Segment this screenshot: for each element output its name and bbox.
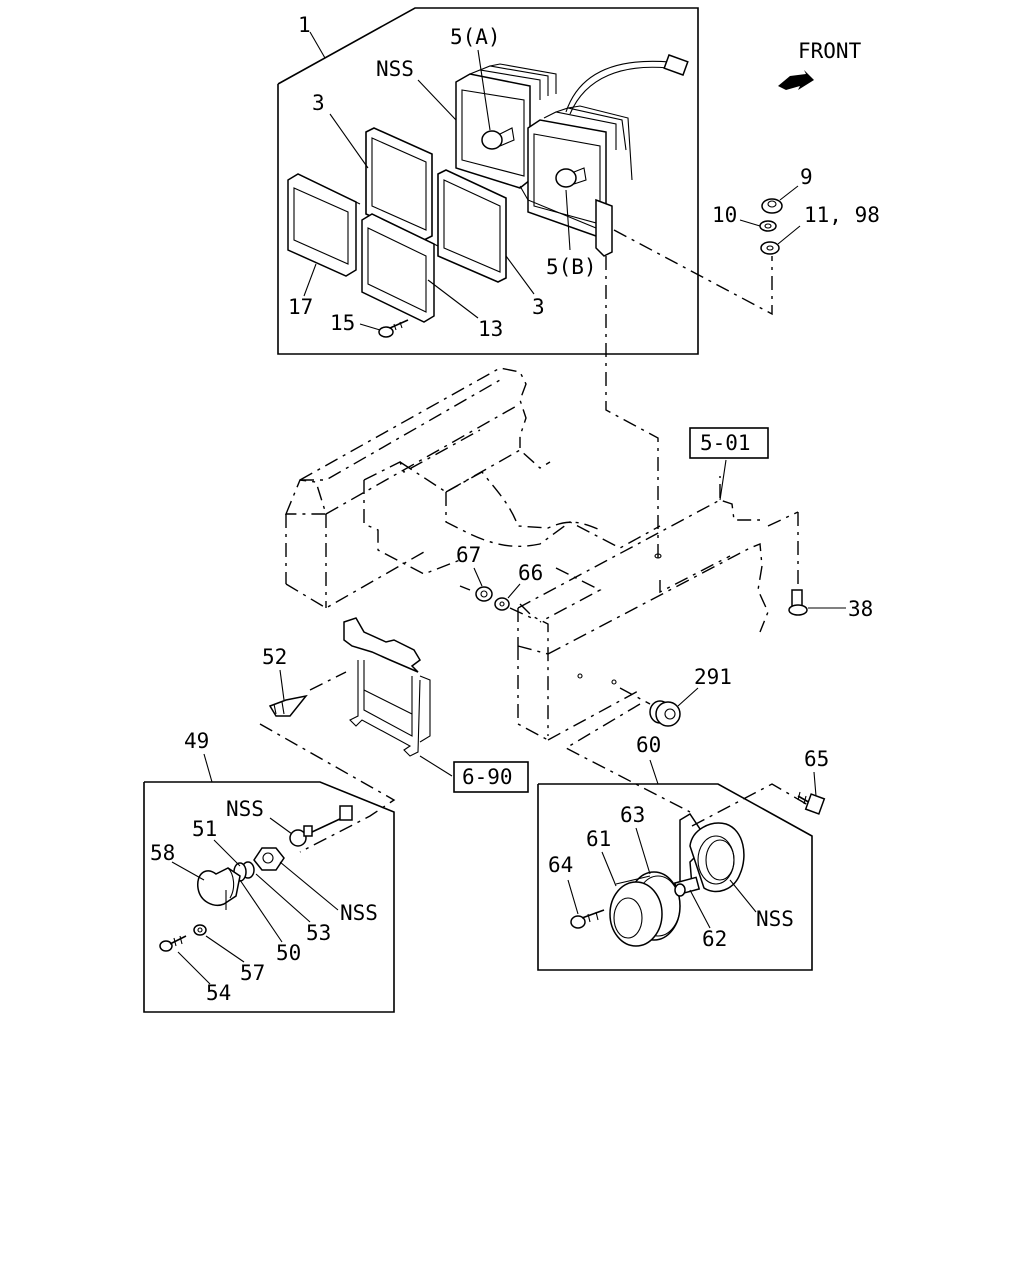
front-arrow-icon: [778, 70, 814, 90]
callout-53: 53: [306, 921, 331, 945]
callout-66: 66: [518, 561, 543, 585]
gasket-3-left: [365, 127, 433, 241]
callout-61: 61: [586, 827, 611, 851]
callout-5a: 5(A): [450, 25, 501, 49]
bracket-6-90: [343, 617, 431, 757]
callout-nss-left2: NSS: [340, 901, 378, 925]
bulb-58: [197, 867, 241, 906]
horn-group-box: [537, 783, 813, 971]
horn-bracket: [679, 812, 745, 893]
callout-11-98: 11, 98: [804, 203, 880, 227]
gasket-3-right: [437, 169, 507, 283]
bolt-64: [570, 909, 605, 929]
callout-3b: 3: [532, 295, 545, 319]
ref-box-6-90: [453, 761, 529, 793]
callout-67: 67: [456, 543, 481, 567]
bolt-38: [767, 511, 808, 616]
callout-58: 58: [150, 841, 175, 865]
washer-66: [494, 597, 510, 611]
callout-54: 54: [206, 981, 231, 1005]
fog-lamp-group-box: [143, 781, 395, 1013]
chassis-frame: [284, 367, 769, 741]
callout-5b: 5(B): [546, 255, 597, 279]
washer-11: [760, 241, 780, 255]
callout-52: 52: [262, 645, 287, 669]
callout-nss-left1: NSS: [226, 797, 264, 821]
front-label: FRONT: [798, 39, 862, 63]
callout-57: 57: [240, 961, 265, 985]
headlamp-housing: [455, 54, 689, 257]
terminal-62: [673, 876, 701, 897]
callout-nss-top: NSS: [376, 57, 414, 81]
callout-50: 50: [276, 941, 301, 965]
connector-nss: [289, 805, 353, 847]
callout-9: 9: [800, 165, 813, 189]
callout-63: 63: [620, 803, 645, 827]
lens-17: [287, 173, 361, 277]
callout-62: 62: [702, 927, 727, 951]
callout-15: 15: [330, 311, 355, 335]
callout-13: 13: [478, 317, 503, 341]
ref-box-5-01: [689, 427, 769, 459]
ref-6-90: 6-90: [462, 765, 513, 789]
callout-64: 64: [548, 853, 573, 877]
screw-15: [378, 319, 409, 338]
horn-61-63: [609, 871, 681, 947]
callout-1: 1: [298, 13, 311, 37]
callout-51: 51: [192, 817, 217, 841]
callout-291: 291: [694, 665, 732, 689]
callout-nss-right: NSS: [756, 907, 794, 931]
washer-57: [193, 924, 207, 936]
callout-3a: 3: [312, 91, 325, 115]
grommet-291: [649, 700, 681, 727]
nut-67: [475, 586, 493, 602]
lens-13: [361, 213, 439, 323]
callout-17: 17: [288, 295, 313, 319]
callout-49: 49: [184, 729, 209, 753]
headlamp-group-box: [277, 7, 699, 355]
callout-65: 65: [804, 747, 829, 771]
callout-10: 10: [712, 203, 737, 227]
bolt-65: [797, 791, 826, 815]
clip-52: [268, 694, 308, 717]
screw-54: [159, 935, 187, 952]
callout-38: 38: [848, 597, 873, 621]
callout-60: 60: [636, 733, 661, 757]
nut-9: [761, 198, 783, 214]
washer-10: [759, 220, 777, 232]
ref-5-01: 5-01: [700, 431, 751, 455]
